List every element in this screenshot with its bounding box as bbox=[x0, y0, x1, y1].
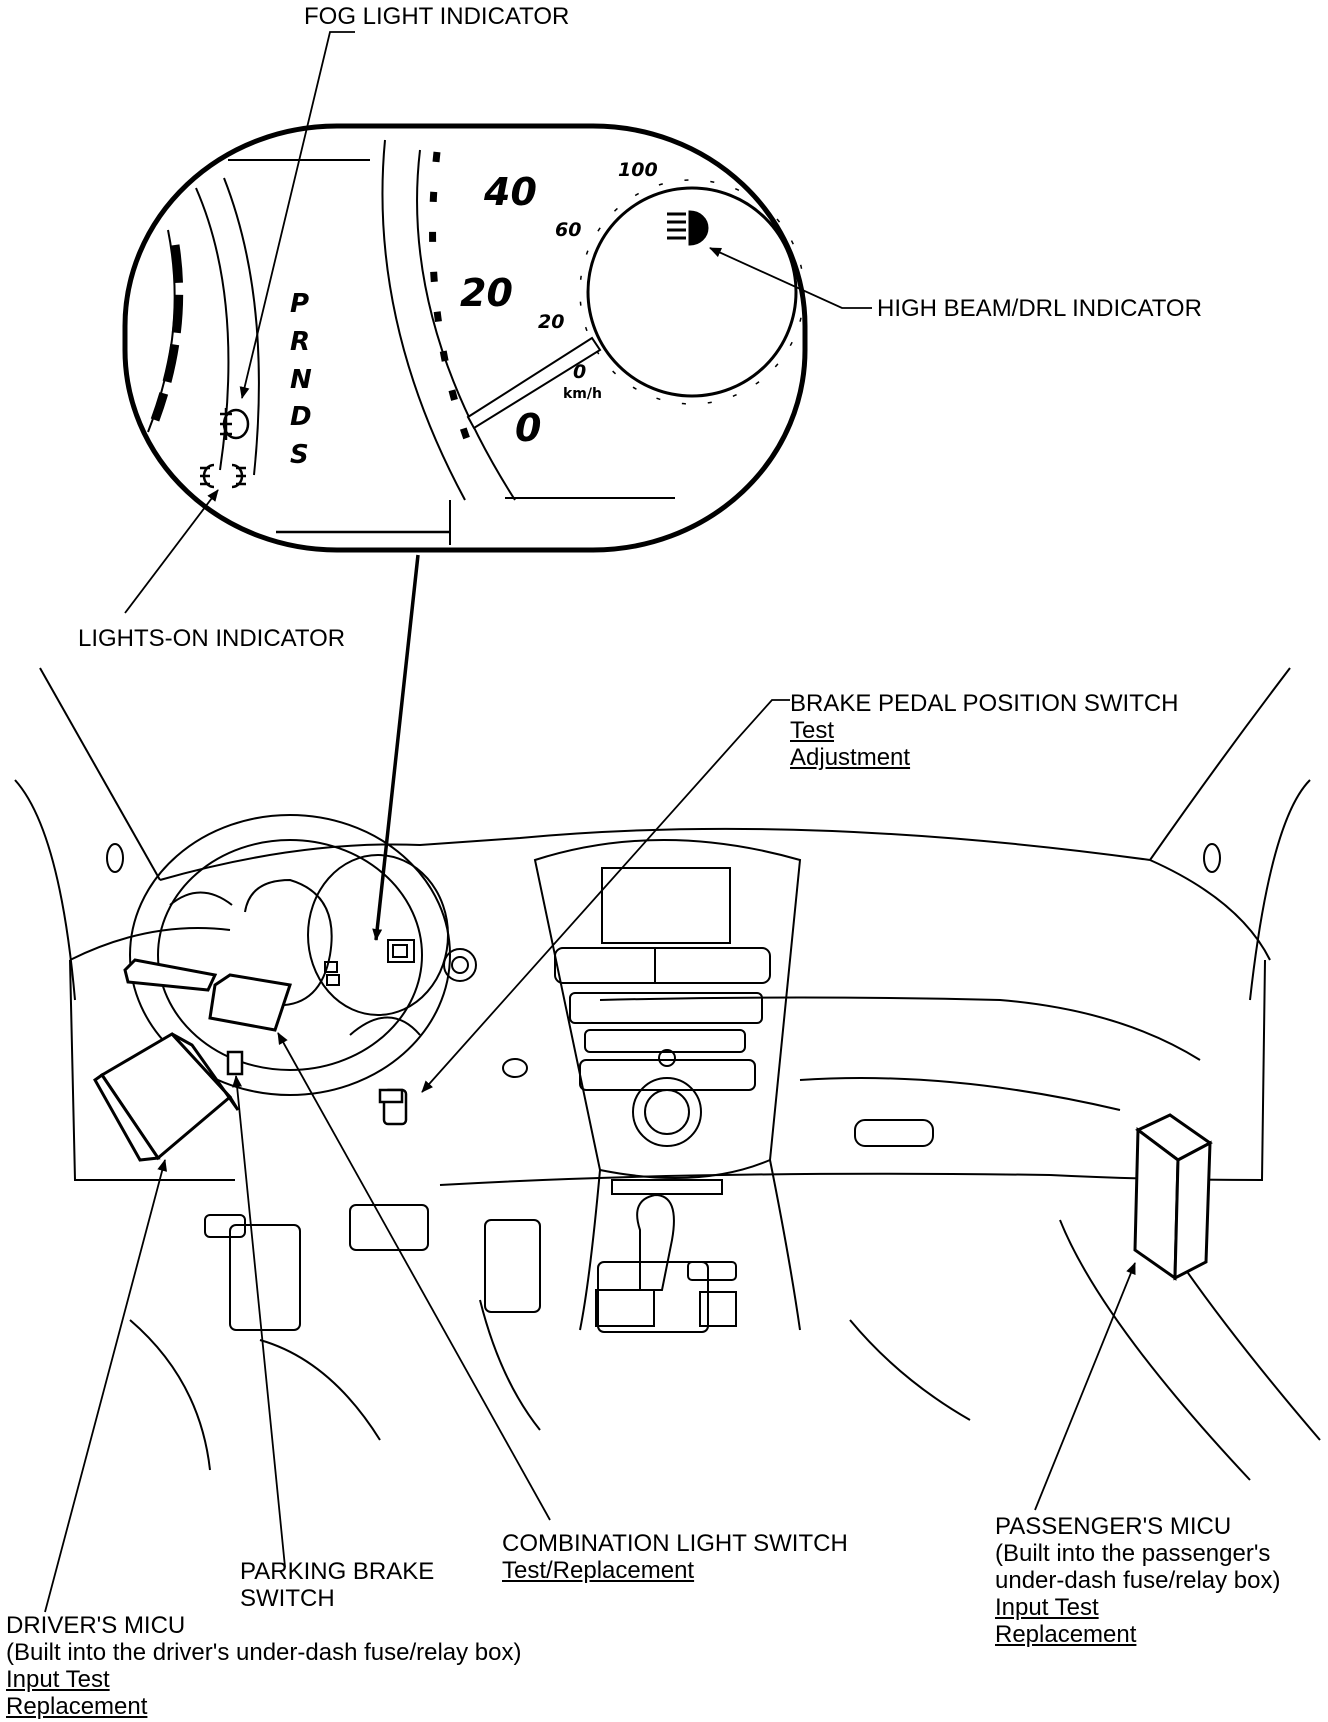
speed-40: 40 bbox=[483, 170, 537, 214]
small-0: 0 bbox=[573, 361, 586, 383]
parking-brake-switch-part bbox=[226, 1050, 244, 1076]
cluster-closeup bbox=[122, 123, 808, 553]
passengers-micu-input-test-link[interactable]: Input Test bbox=[995, 1594, 1099, 1621]
leader-high-beam bbox=[709, 247, 872, 309]
drivers-micu-label: DRIVER'S MICU (Built into the driver's u… bbox=[6, 1612, 522, 1720]
gear-r: R bbox=[290, 327, 310, 357]
drivers-micu-note: (Built into the driver's under-dash fuse… bbox=[6, 1639, 522, 1666]
high-beam-icon bbox=[667, 210, 709, 246]
cluster-outline bbox=[122, 123, 808, 553]
parking-brake-label: PARKING BRAKE SWITCH bbox=[240, 1558, 435, 1612]
leader-brake-switch bbox=[421, 699, 790, 1093]
leader-drivers-micu bbox=[44, 1159, 168, 1613]
passengers-micu-replacement-link[interactable]: Replacement bbox=[995, 1621, 1137, 1648]
combination-switch-test-replacement-link[interactable]: Test/Replacement bbox=[502, 1557, 695, 1584]
brake-pedal-switch-part bbox=[378, 1088, 408, 1126]
passengers-micu-note-2: under-dash fuse/relay box) bbox=[995, 1567, 1281, 1594]
passengers-micu-label: PASSENGER'S MICU (Built into the passeng… bbox=[995, 1513, 1281, 1648]
leader-fog-light bbox=[239, 31, 355, 399]
passengers-micu-title: PASSENGER'S MICU bbox=[995, 1513, 1232, 1540]
brake-switch-label: BRAKE PEDAL POSITION SWITCH Test Adjustm… bbox=[790, 690, 1179, 771]
gauge-text: P R N D S 40 20 0 100 60 20 0 km/h bbox=[290, 159, 658, 470]
dashboard-outline bbox=[14, 667, 1321, 1481]
gear-s: S bbox=[290, 440, 309, 470]
gear-d: D bbox=[290, 402, 312, 432]
leader-combination-switch bbox=[277, 1032, 551, 1521]
speed-0: 0 bbox=[515, 406, 541, 450]
small-100: 100 bbox=[618, 159, 658, 181]
brake-switch-title: BRAKE PEDAL POSITION SWITCH bbox=[790, 690, 1179, 717]
small-20: 20 bbox=[538, 311, 564, 333]
leader-cluster bbox=[372, 554, 420, 941]
gear-p: P bbox=[290, 289, 309, 319]
gear-n: N bbox=[290, 365, 312, 395]
fog-light-icon bbox=[220, 408, 250, 440]
small-60: 60 bbox=[555, 219, 581, 241]
leader-parking-brake bbox=[232, 1075, 286, 1568]
unit-kmh: km/h bbox=[563, 386, 602, 402]
combination-switch-title: COMBINATION LIGHT SWITCH bbox=[502, 1530, 848, 1557]
lights-on-icon bbox=[200, 463, 246, 489]
leader-lights-on bbox=[124, 489, 219, 614]
fog-light-label: FOG LIGHT INDICATOR bbox=[304, 3, 570, 30]
lights-on-label: LIGHTS-ON INDICATOR bbox=[78, 625, 346, 652]
passengers-micu-note-1: (Built into the passenger's bbox=[995, 1540, 1271, 1567]
speed-20: 20 bbox=[460, 271, 513, 315]
drivers-micu-replacement-link[interactable]: Replacement bbox=[6, 1693, 148, 1720]
drivers-micu-box bbox=[93, 1032, 240, 1162]
passengers-micu-box bbox=[1133, 1113, 1213, 1281]
leader-passengers-micu bbox=[1034, 1262, 1136, 1511]
drivers-micu-input-test-link[interactable]: Input Test bbox=[6, 1666, 110, 1693]
high-beam-label: HIGH BEAM/DRL INDICATOR bbox=[877, 295, 1202, 322]
leader-lines bbox=[44, 31, 1136, 1613]
brake-switch-test-link[interactable]: Test bbox=[790, 717, 835, 744]
combination-light-switch-part bbox=[123, 958, 292, 1032]
combination-switch-label: COMBINATION LIGHT SWITCH Test/Replacemen… bbox=[502, 1530, 848, 1584]
drivers-micu-title: DRIVER'S MICU bbox=[6, 1612, 186, 1639]
brake-switch-adjustment-link[interactable]: Adjustment bbox=[790, 744, 911, 771]
